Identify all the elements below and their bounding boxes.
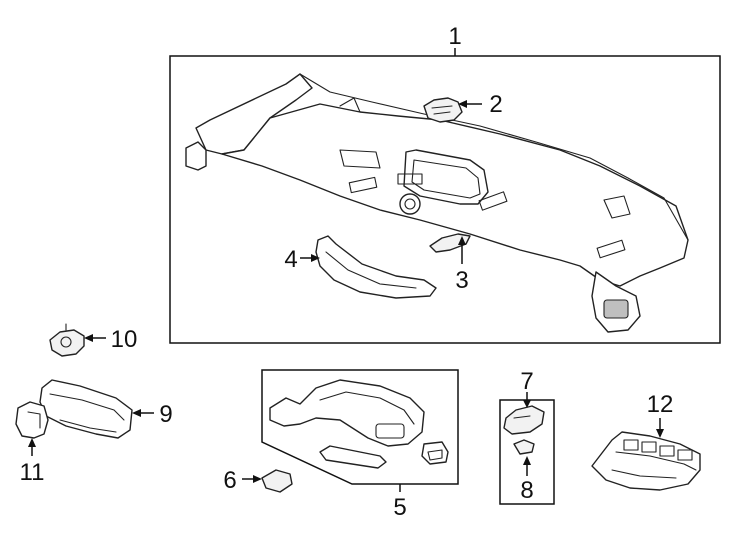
callout-2: 2: [489, 91, 502, 118]
callout-10: 10: [111, 326, 138, 353]
leader-8: [523, 456, 531, 476]
leader-7: [523, 400, 531, 408]
callout-5: 5: [393, 494, 406, 521]
callout-4: 4: [284, 246, 297, 273]
group-1-frame: [169, 48, 721, 344]
callout-1: 1: [448, 23, 461, 50]
clip-part-10: [49, 323, 85, 357]
callout-3: 3: [455, 267, 468, 294]
leader-2: [458, 100, 482, 108]
leader-4: [300, 254, 320, 262]
clip-part-8: [513, 439, 535, 455]
callout-9: 9: [159, 401, 172, 428]
callout-6: 6: [223, 467, 236, 494]
bracket-part-7: [503, 405, 545, 435]
group-5-frame: [261, 369, 459, 492]
headliner-part: [185, 73, 689, 333]
trim-part-4: [315, 235, 437, 299]
callout-7: 7: [520, 368, 533, 395]
leader-12: [656, 418, 664, 438]
leader-3: [458, 236, 466, 264]
sunvisor-part-5: [269, 379, 449, 469]
pad-part-6: [261, 469, 293, 493]
console-part-12: [591, 431, 701, 491]
leader-6: [242, 475, 262, 483]
leader-10: [84, 334, 106, 342]
callout-11: 11: [20, 459, 45, 486]
leader-9: [132, 409, 154, 417]
bracket-part-2: [423, 97, 463, 123]
mirror-part-9: [39, 379, 133, 439]
cover-part-11: [15, 401, 49, 439]
leader-11: [28, 438, 36, 456]
clip-part-3: [429, 233, 471, 253]
callout-8: 8: [520, 477, 533, 504]
callout-12: 12: [647, 391, 674, 418]
